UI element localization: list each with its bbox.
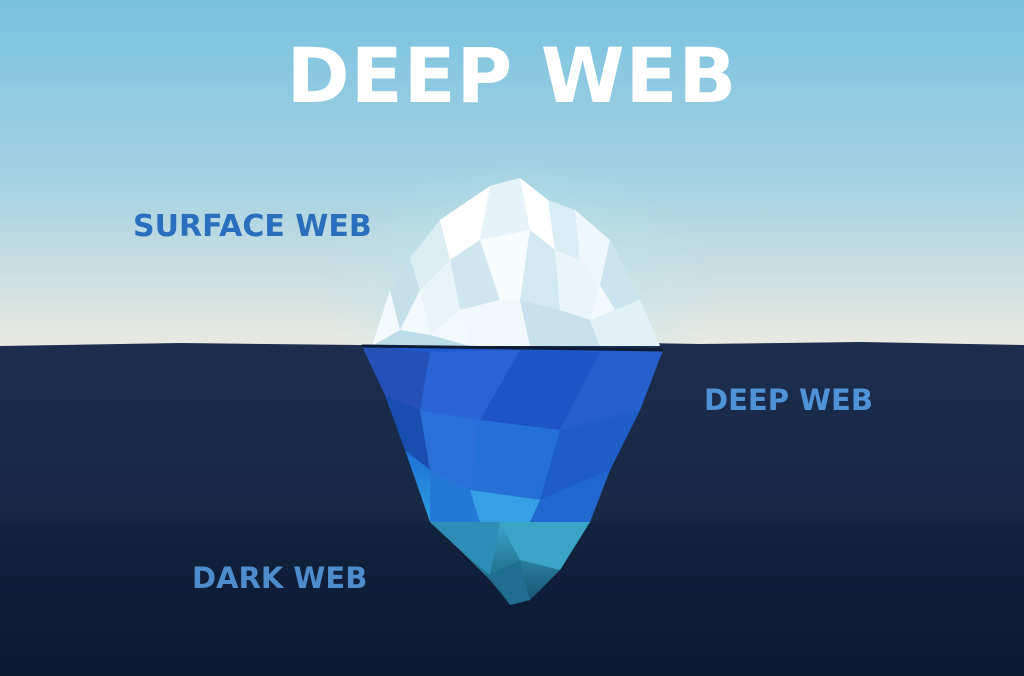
waterline bbox=[361, 344, 664, 352]
iceberg-dark-tip bbox=[430, 522, 590, 605]
iceberg-underwater bbox=[362, 346, 663, 522]
dark-web-label: DARK WEB bbox=[192, 561, 368, 595]
deep-web-label: DEEP WEB bbox=[704, 383, 873, 417]
main-title: DEEP WEB bbox=[286, 31, 738, 120]
surface-web-label: SURFACE WEB bbox=[133, 209, 372, 244]
iceberg-above-water bbox=[372, 178, 660, 346]
